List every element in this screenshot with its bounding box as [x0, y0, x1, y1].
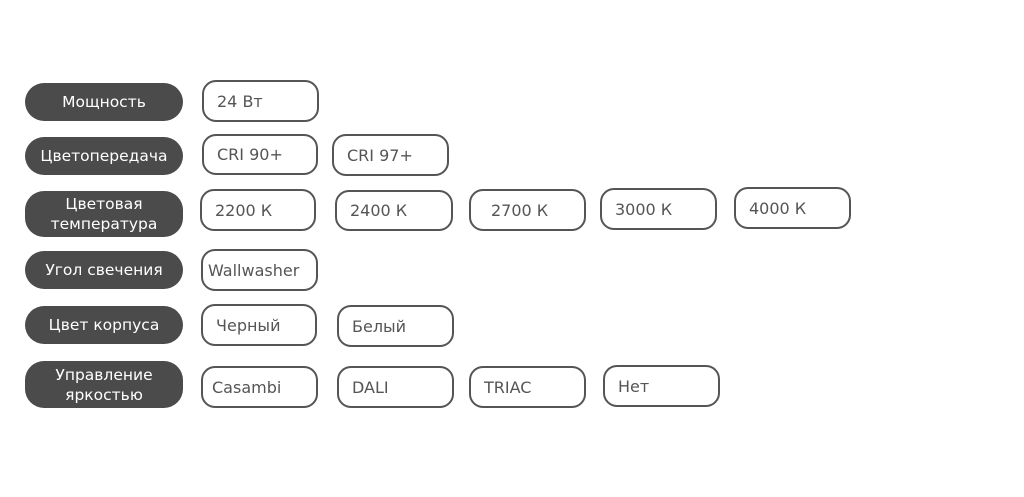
- dimming-option-triac[interactable]: TRIAC: [469, 366, 586, 408]
- dimming-option-none[interactable]: Нет: [603, 365, 720, 407]
- color-temperature-option-2400k[interactable]: 2400 К: [335, 190, 453, 231]
- body-color-option-black[interactable]: Черный: [201, 304, 317, 346]
- power-label: Мощность: [25, 83, 183, 121]
- dimming-option-casambi[interactable]: Casambi: [201, 366, 318, 408]
- color-temperature-option-3000k[interactable]: 3000 К: [600, 188, 717, 230]
- body-color-label: Цвет корпуса: [25, 306, 183, 344]
- cri-option-97[interactable]: CRI 97+: [332, 134, 449, 176]
- dimming-label: Управление яркостью: [25, 361, 183, 408]
- color-temperature-option-2700k[interactable]: 2700 К: [469, 189, 586, 231]
- dimming-option-dali[interactable]: DALI: [337, 366, 454, 408]
- beam-angle-option-wallwasher[interactable]: Wallwasher: [201, 249, 318, 291]
- body-color-option-white[interactable]: Белый: [337, 305, 454, 347]
- color-temperature-option-2200k[interactable]: 2200 К: [200, 189, 316, 231]
- power-option-24w[interactable]: 24 Вт: [202, 80, 319, 122]
- cri-option-90[interactable]: CRI 90+: [202, 134, 318, 175]
- color-temperature-label: Цветовая температура: [25, 191, 183, 237]
- cri-label: Цветопередача: [25, 137, 183, 175]
- color-temperature-option-4000k[interactable]: 4000 К: [734, 187, 851, 229]
- beam-angle-label: Угол свечения: [25, 251, 183, 289]
